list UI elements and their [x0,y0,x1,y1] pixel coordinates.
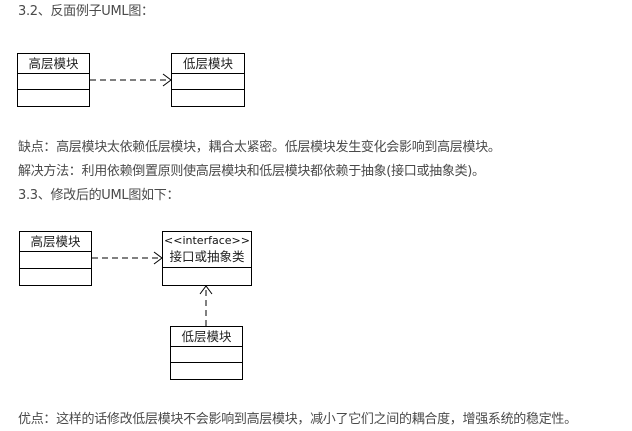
uml-class-high-level-module: 高层模块 [19,231,92,286]
class-attributes [171,347,242,363]
class-operations [172,90,244,106]
stereotype-label: <<interface>> [164,234,250,247]
class-operations [20,269,91,285]
class-name: 高层模块 [20,232,91,252]
solution-paragraph: 解决方法：利用依赖倒置原则使高层模块和低层模块都依赖于抽象(接口或抽象类)。 [18,164,485,179]
class-operations [163,268,251,285]
section-heading-3-2: 3.2、反面例子UML图： [18,4,154,19]
class-name: 接口或抽象类 [169,249,245,264]
section-heading-3-3: 3.3、修改后的UML图如下： [18,188,180,203]
class-attributes [20,252,91,269]
class-name: 低层模块 [172,54,244,74]
class-operations [171,363,242,379]
uml-interface-abstraction: <<interface>> 接口或抽象类 [162,231,252,286]
uml-class-low-level-module: 低层模块 [171,53,245,107]
uml-class-low-level-module: 低层模块 [170,326,243,380]
interface-header: <<interface>> 接口或抽象类 [163,232,251,268]
uml-class-high-level-module: 高层模块 [17,53,90,107]
class-name: 低层模块 [171,327,242,347]
drawback-paragraph: 缺点：高层模块太依赖低层模块，耦合太紧密。低层模块发生变化会影响到高层模块。 [18,140,501,155]
class-operations [18,90,89,106]
class-attributes [18,74,89,90]
class-attributes [172,74,244,90]
advantage-paragraph: 优点：这样的话修改低层模块不会影响到高层模块，减小了它们之间的耦合度，增强系统的… [18,412,577,427]
class-name: 高层模块 [18,54,89,74]
